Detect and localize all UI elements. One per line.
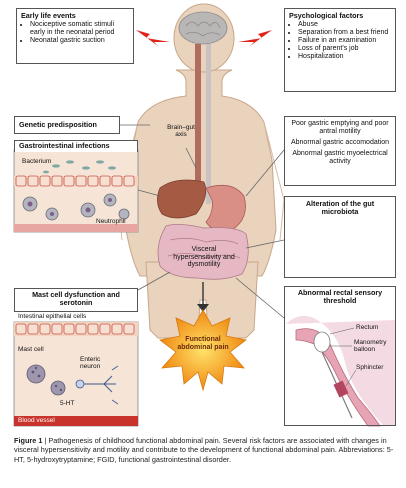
psychological-factors-box: Psychological factors Abuse Separation f…: [284, 8, 396, 92]
gi-infections-box: Gastrointestinal infections: [14, 140, 138, 152]
brain-illustration: [179, 12, 227, 44]
blood-vessel-label: Blood vessel: [18, 417, 55, 424]
psychological-item: Hospitalization: [298, 53, 391, 61]
psychological-item: Separation from a best friend: [298, 29, 391, 37]
rectal-threshold-box: Abnormal rectal sensory threshold: [284, 286, 396, 316]
brain-gut-axis-label: Brain–gut axis: [166, 124, 196, 138]
psychological-list: Abuse Separation from a best friend Fail…: [289, 21, 391, 61]
figure-caption-text: | Pathogenesis of childhood functional a…: [14, 436, 393, 464]
sphincter-label: Sphincter: [356, 364, 383, 371]
figure-caption: Figure 1 | Pathogenesis of childhood fun…: [14, 436, 396, 464]
rectum-label: Rectum: [356, 324, 378, 331]
genetic-title: Genetic predisposition: [19, 121, 115, 129]
psychological-title: Psychological factors: [289, 12, 391, 20]
manometry-balloon-label: Manometry balloon: [354, 339, 394, 353]
lightning-bolt-left: [136, 30, 170, 46]
psychological-item: Abuse: [298, 21, 391, 29]
early-life-events-box: Early life events Nociceptive somatic st…: [16, 8, 134, 64]
early-life-item: Nociceptive somatic stimuli early in the…: [30, 21, 129, 37]
five-ht-label: 5-HT: [60, 400, 74, 407]
microbiota-title: Alteration of the gut microbiota: [289, 200, 391, 217]
functional-abdominal-pain-label: Functional abdominal pain: [176, 336, 230, 351]
psychological-item: Failure in an examination: [298, 37, 391, 45]
gi-infections-title: Gastrointestinal infections: [19, 142, 133, 150]
early-life-list: Nociceptive somatic stimuli early in the…: [21, 21, 129, 45]
psychological-item: Loss of parent's job: [298, 45, 391, 53]
figure-number: Figure 1: [14, 436, 42, 445]
poor-gastric-box: Poor gastric emptying and poor antral mo…: [284, 116, 396, 186]
lightning-bolt-right: [238, 30, 272, 46]
visceral-hypersensitivity-label: Visceral hypersensitivity and dysmotilit…: [172, 246, 236, 269]
intestinal-epithelial-label: Intestinal epithelial cells: [18, 313, 86, 320]
mast-cell-title-box: Mast cell dysfunction and serotonin: [14, 288, 138, 312]
early-life-title: Early life events: [21, 12, 129, 20]
enteric-neuron-label: Enteric neuron: [80, 356, 108, 370]
poor-gastric-line: Poor gastric emptying and poor antral mo…: [289, 120, 391, 136]
neutrophil-label: Neutrophil: [96, 218, 126, 225]
poor-gastric-line: Abnormal gastric myoelectrical activity: [289, 150, 391, 166]
mast-cell-label: Mast cell: [18, 346, 44, 353]
microbiota-box: Alteration of the gut microbiota: [284, 196, 396, 278]
mast-cell-illustration: [14, 322, 138, 426]
genetic-predisposition-box: Genetic predisposition: [14, 116, 120, 134]
poor-gastric-line: Abnormal gastric accomodation: [289, 139, 391, 147]
bacterium-label: Bacterium: [22, 158, 51, 165]
rectal-title: Abnormal rectal sensory threshold: [289, 289, 391, 306]
mast-cell-title: Mast cell dysfunction and serotonin: [19, 291, 133, 308]
early-life-item: Neonatal gastric suction: [30, 37, 129, 45]
